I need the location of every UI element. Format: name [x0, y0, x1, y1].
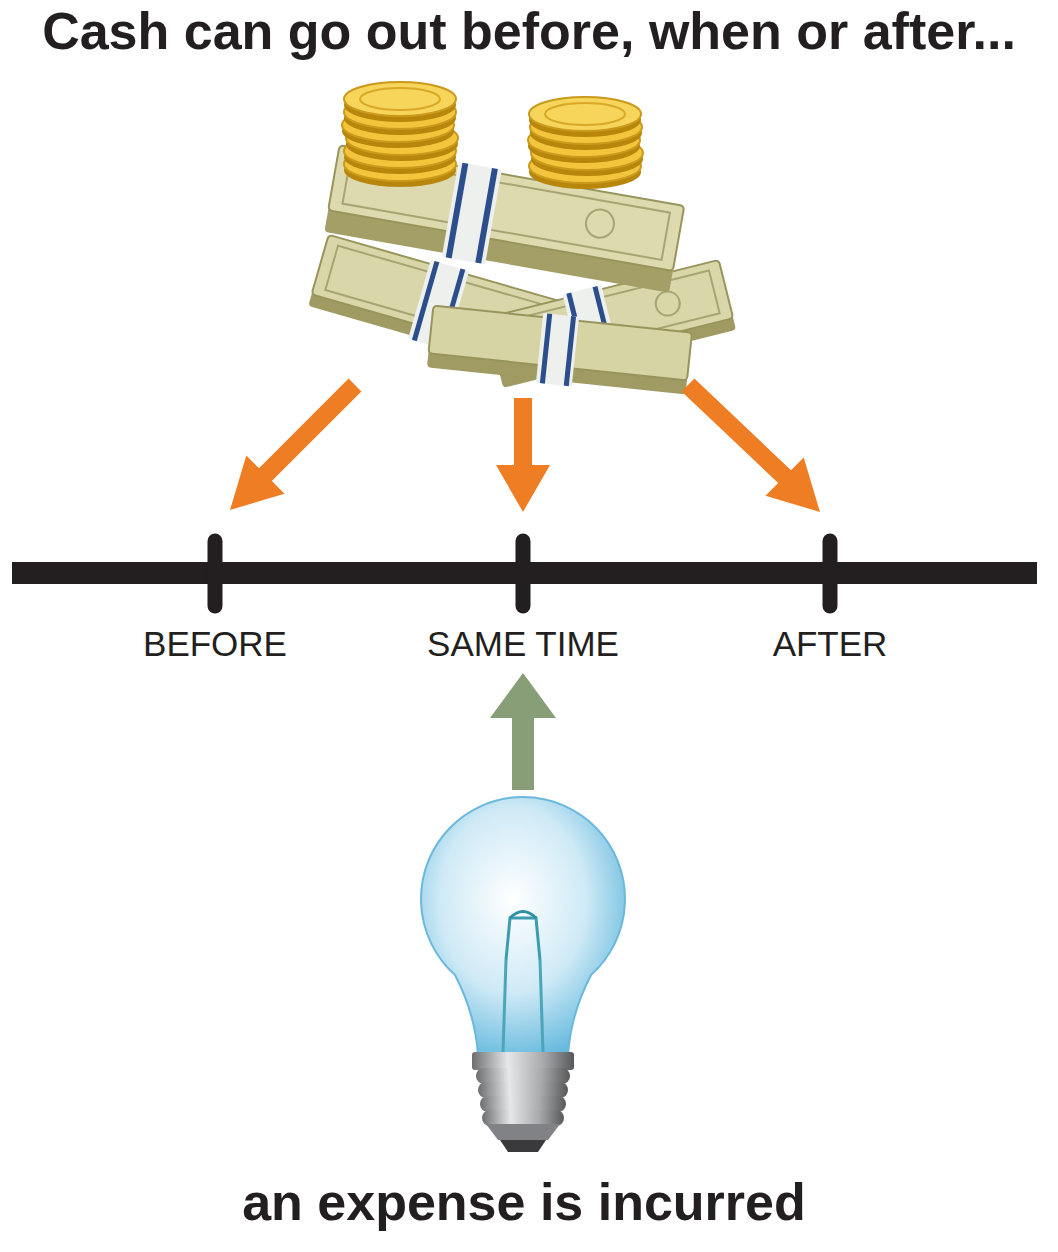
timeline-label: BEFORE — [143, 624, 287, 664]
bill-seal — [584, 207, 616, 239]
bundle-band — [536, 313, 579, 386]
band-stripe — [540, 313, 552, 383]
coin-rim — [545, 103, 625, 125]
bulb-filament — [506, 918, 540, 960]
bulb-thread — [480, 1096, 566, 1112]
timeline-label: SAME TIME — [427, 624, 619, 664]
coin-stack — [528, 97, 643, 189]
diagram-title: Cash can go out before, when or after... — [42, 2, 1016, 62]
timeline-tick — [208, 541, 223, 606]
cash-arrow — [682, 379, 820, 512]
coin-rim — [360, 88, 440, 110]
band-stripe — [475, 168, 498, 264]
bulb-thread — [482, 1110, 564, 1126]
coin — [344, 82, 456, 116]
bill-bundle — [427, 302, 693, 399]
bulb-tip — [500, 1140, 546, 1152]
bundle-band — [442, 162, 502, 264]
cash-arrow — [230, 379, 361, 510]
coin — [529, 97, 641, 131]
bulb-collar — [472, 1052, 574, 1070]
coin-stack — [342, 82, 458, 187]
timeline-tick — [823, 541, 838, 606]
expense-arrow — [490, 673, 556, 790]
timeline-tick — [516, 541, 531, 606]
bill-seal — [653, 289, 682, 318]
cash-arrow — [496, 398, 550, 512]
band-stripe — [564, 316, 576, 386]
light-bulb — [421, 797, 625, 1152]
timeline-label: AFTER — [773, 624, 888, 664]
bulb-glass — [421, 797, 625, 1055]
money-stack — [307, 141, 737, 398]
bulb-filament — [510, 912, 536, 919]
bulb-thread — [478, 1082, 568, 1098]
bulb-thread — [476, 1068, 570, 1084]
diagram-caption: an expense is incurred — [242, 1173, 806, 1233]
bulb-base — [486, 1124, 560, 1140]
bulb-wire — [503, 960, 543, 1052]
